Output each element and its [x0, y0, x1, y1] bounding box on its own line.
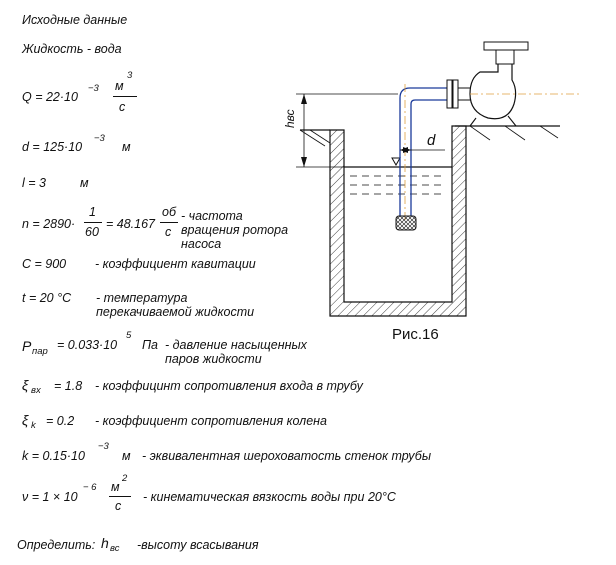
dimension-label-d: d — [427, 132, 436, 149]
strainer — [395, 215, 417, 231]
height-dimension — [296, 93, 398, 168]
water-surface — [344, 166, 452, 195]
figure-caption: Рис.16 — [392, 326, 439, 343]
fraction-bar — [109, 496, 131, 497]
pipe-flanges — [446, 79, 480, 109]
well-walls — [329, 125, 467, 317]
pump — [468, 41, 582, 127]
heading-fluid: Жидкость - вода — [22, 42, 122, 56]
fraction-bar — [160, 222, 178, 223]
heading-source-data: Исходные данные — [22, 13, 128, 27]
diameter-dimension — [400, 147, 445, 153]
water-level-marker — [391, 157, 401, 167]
fraction-bar — [84, 222, 102, 223]
dimension-label-h: hвс — [283, 109, 297, 128]
fraction-bar — [113, 96, 137, 97]
